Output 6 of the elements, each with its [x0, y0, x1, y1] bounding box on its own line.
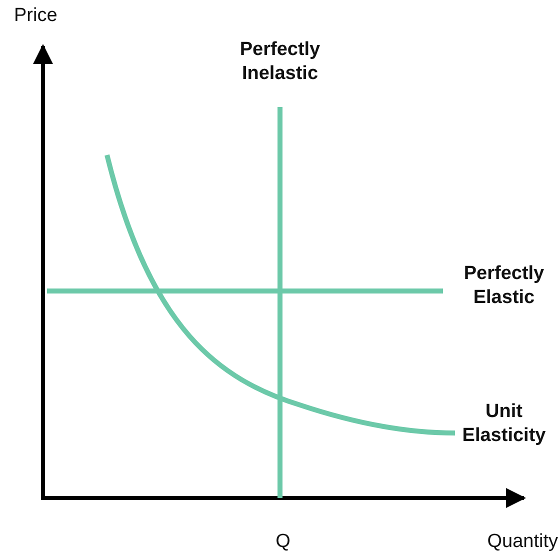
- curve-label: Perfectly Inelastic: [238, 38, 322, 86]
- axis-label: Price: [14, 4, 58, 28]
- axis-label: Quantity: [486, 530, 558, 554]
- curve-label: Unit Elasticity: [461, 400, 547, 448]
- curve-label: Perfectly Elastic: [462, 262, 546, 310]
- axis-tick-label: Q: [274, 530, 292, 554]
